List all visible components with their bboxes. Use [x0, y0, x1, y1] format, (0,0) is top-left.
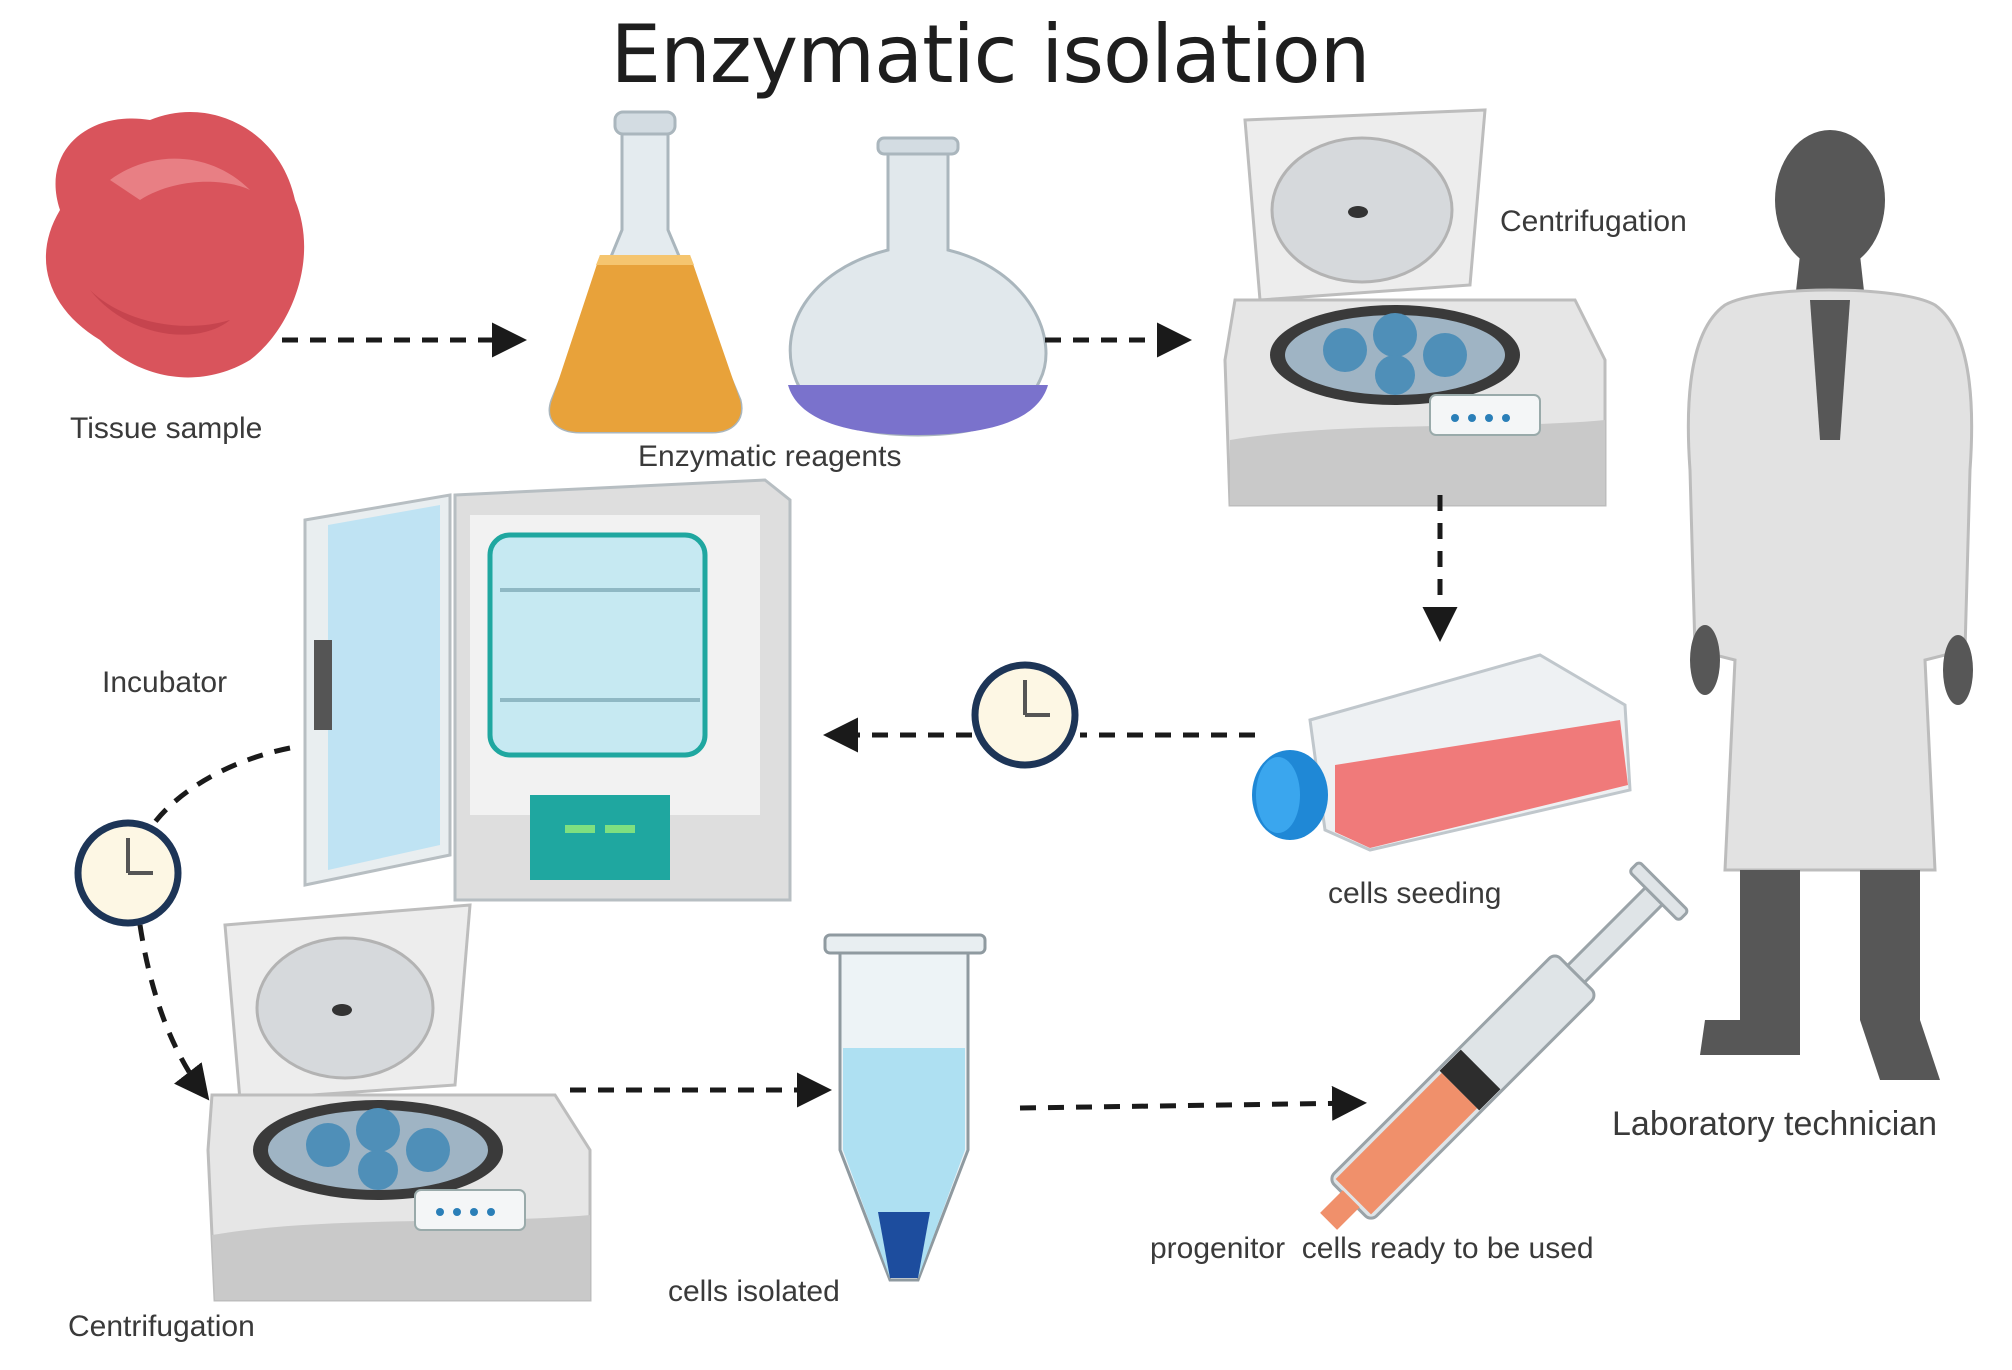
label-centrifugation-top: Centrifugation: [1500, 205, 1687, 238]
label-incubator: Incubator: [102, 666, 228, 699]
culture-flask-icon: [1252, 653, 1632, 852]
technician-icon: [1686, 130, 1974, 1080]
label-cells-isolated: cells isolated: [668, 1275, 840, 1308]
clock-icon: [74, 819, 182, 927]
arrow-incubator-to-clock: [153, 745, 291, 824]
arrow-clock-to-centrifuge: [137, 924, 210, 1101]
centrifuge-icon: [1223, 108, 1607, 507]
label-cells-seeding: cells seeding: [1328, 877, 1502, 910]
label-centrifugation-bottom: Centrifugation: [68, 1310, 255, 1343]
clock-icon: [971, 661, 1079, 769]
tissue-icon: [45, 111, 305, 378]
microtube-icon: [823, 933, 987, 1282]
label-enzymatic-reagents: Enzymatic reagents: [638, 440, 902, 473]
label-tissue-sample: Tissue sample: [70, 412, 263, 445]
erlenmeyer-flask-icon: [548, 110, 743, 434]
label-progenitor-cells: progenitor cells ready to be used: [1150, 1232, 1594, 1265]
label-laboratory-technician: Laboratory technician: [1612, 1105, 1938, 1143]
incubator-icon: [303, 478, 792, 902]
centrifuge-icon: [206, 903, 592, 1302]
diagram-title: Enzymatic isolation: [610, 8, 1371, 101]
arrow-tube-to-syringe: [1019, 1085, 1367, 1121]
round-flask-icon: [788, 136, 1048, 437]
syringe-icon: [1320, 861, 1689, 1230]
flow-arrows: [137, 322, 1458, 1121]
